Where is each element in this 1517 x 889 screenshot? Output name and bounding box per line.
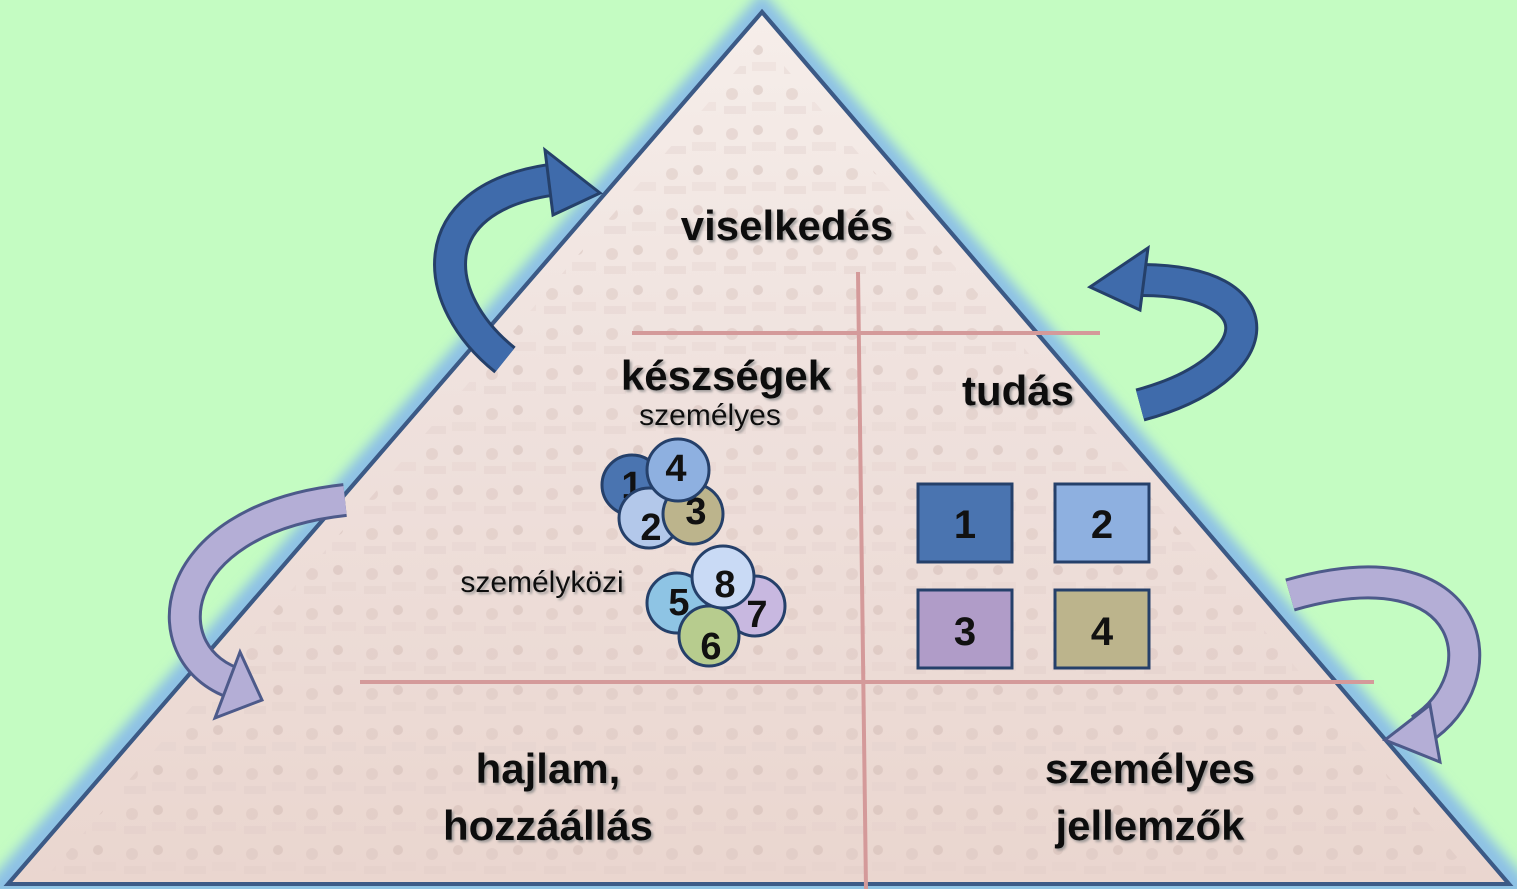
vertical-divider: [856, 271, 868, 889]
skill-circle-8: 8: [690, 544, 756, 610]
svg-text:4: 4: [665, 448, 686, 490]
svg-text:5: 5: [668, 582, 689, 624]
arrow-top-right-icon: [1086, 244, 1259, 422]
knowledge-square-2: 2: [1053, 482, 1151, 564]
interpersonal-skill-circles: 7 5 6 8: [645, 544, 787, 668]
label-knowledge: tudás: [962, 367, 1074, 414]
svg-text:6: 6: [700, 626, 721, 668]
svg-text:1: 1: [954, 503, 976, 547]
label-traits-line1: személyes: [1045, 745, 1255, 792]
arrow-top-left-icon: [433, 146, 603, 374]
knowledge-squares: 1 2 3 4: [916, 482, 1151, 670]
label-disposition-line1: hajlam,: [476, 745, 621, 792]
skill-circle-6: 6: [677, 604, 741, 668]
svg-text:3: 3: [685, 491, 706, 533]
label-interpersonal: személyközi: [460, 566, 623, 599]
label-personal: személyes: [639, 399, 781, 432]
skill-circle-4: 4: [645, 437, 711, 503]
svg-text:2: 2: [640, 507, 661, 549]
label-disposition-line2: hozzáállás: [443, 802, 653, 849]
pyramid-outline: [3, 8, 1514, 886]
label-traits-line2: jellemzők: [1054, 802, 1245, 849]
knowledge-square-3: 3: [916, 588, 1014, 670]
arrow-bottom-right-icon: [1285, 565, 1482, 765]
svg-text:7: 7: [746, 594, 767, 636]
arrow-bottom-left-icon: [167, 483, 347, 721]
svg-text:8: 8: [714, 564, 735, 606]
label-skills: készségek: [621, 352, 832, 399]
audience-background-photo: [40, 40, 1480, 884]
knowledge-square-4: 4: [1053, 588, 1151, 670]
knowledge-square-1: 1: [916, 482, 1014, 564]
label-behavior: viselkedés: [681, 202, 894, 249]
svg-text:4: 4: [1091, 610, 1114, 654]
personal-skill-circles: 1 2 3 4: [600, 437, 725, 550]
svg-text:2: 2: [1091, 503, 1113, 547]
svg-text:3: 3: [954, 610, 976, 654]
